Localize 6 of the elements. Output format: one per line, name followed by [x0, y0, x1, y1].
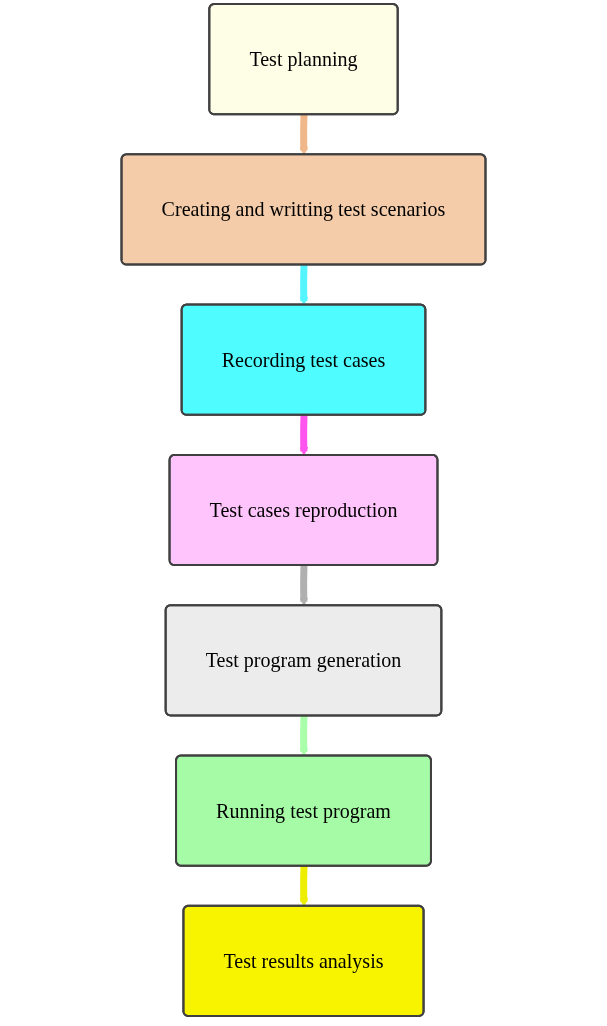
arrow: [299, 114, 309, 156]
arrow: [299, 415, 309, 456]
arrow: [299, 565, 309, 607]
arrow: [299, 264, 309, 306]
arrow: [299, 865, 309, 907]
arrow: [299, 715, 309, 757]
